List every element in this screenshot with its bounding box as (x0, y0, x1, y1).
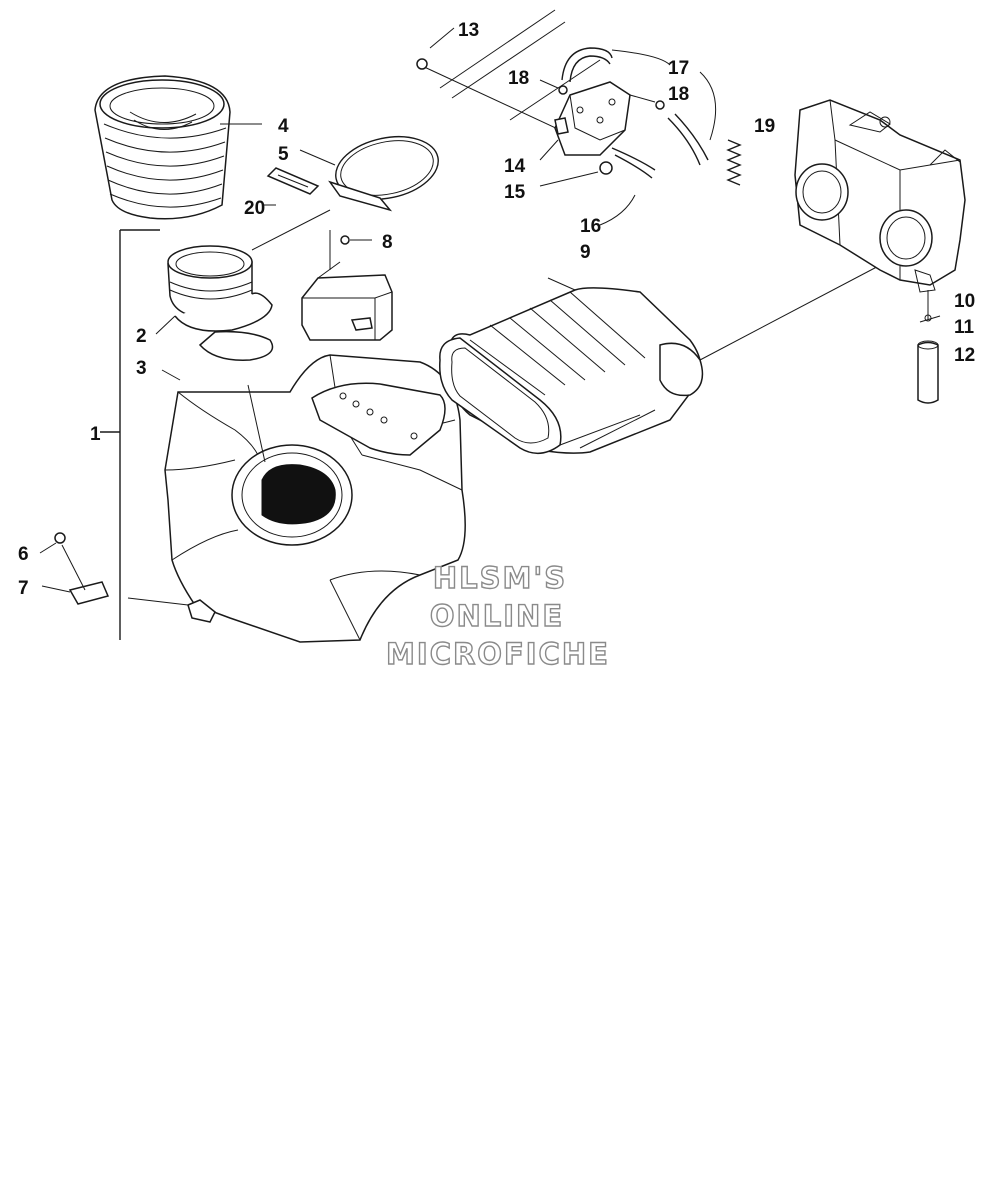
part-labels: 1 2 3 4 5 6 7 8 9 10 11 12 13 14 15 16 1… (18, 20, 975, 599)
label-part-12: 12 (954, 345, 975, 366)
mounting-rail (419, 9, 601, 131)
clamp[interactable] (299, 128, 444, 212)
bellows-boot[interactable] (94, 75, 262, 220)
label-part-14: 14 (504, 156, 526, 177)
watermark-line-1: HLSM'S (433, 561, 567, 595)
label-part-8: 8 (382, 232, 393, 253)
label-part-10: 10 (954, 291, 975, 312)
label-part-4: 4 (278, 116, 289, 137)
carburetor[interactable] (794, 99, 966, 320)
bracket-fastener[interactable] (301, 230, 393, 341)
screw[interactable] (416, 27, 455, 70)
fitting[interactable] (539, 161, 613, 187)
fuel-hose-16[interactable] (599, 147, 656, 226)
assembly-bracket (100, 229, 160, 640)
clip[interactable] (41, 544, 110, 605)
label-part-13: 13 (458, 20, 479, 41)
label-part-6: 6 (18, 544, 29, 565)
hose-clip[interactable] (919, 314, 941, 323)
fuel-hose-17[interactable] (561, 47, 717, 166)
label-part-16: 16 (580, 216, 601, 237)
label-part-20: 20 (244, 198, 265, 219)
label-part-17: 17 (668, 58, 689, 79)
hose-clamp-a[interactable] (539, 79, 568, 95)
label-part-5: 5 (278, 144, 289, 165)
vent-hose[interactable] (917, 340, 939, 404)
label-part-18-a: 18 (508, 68, 529, 89)
watermark-line-2: ONLINE (430, 599, 564, 633)
label-part-3: 3 (136, 358, 147, 379)
label-part-11: 11 (954, 317, 975, 338)
fuel-pump[interactable] (539, 81, 631, 161)
label-part-18-b: 18 (668, 84, 689, 105)
label-part-19: 19 (754, 116, 775, 137)
watermark: HLSM'S ONLINE MICROFICHE (385, 560, 610, 671)
label-part-1: 1 (90, 424, 101, 445)
air-silencer-box[interactable] (127, 354, 466, 643)
decal[interactable] (262, 167, 320, 206)
air-intake-duct[interactable] (439, 259, 891, 454)
label-part-9: 9 (580, 242, 591, 263)
label-part-7: 7 (18, 578, 29, 599)
watermark-line-3: MICROFICHE (386, 637, 610, 671)
label-part-2: 2 (136, 326, 147, 347)
spring[interactable] (726, 139, 742, 186)
small-fastener[interactable] (39, 532, 66, 554)
intake-adapter[interactable] (155, 209, 331, 361)
hose-clamp-b[interactable] (629, 94, 665, 110)
label-part-15: 15 (504, 182, 526, 203)
